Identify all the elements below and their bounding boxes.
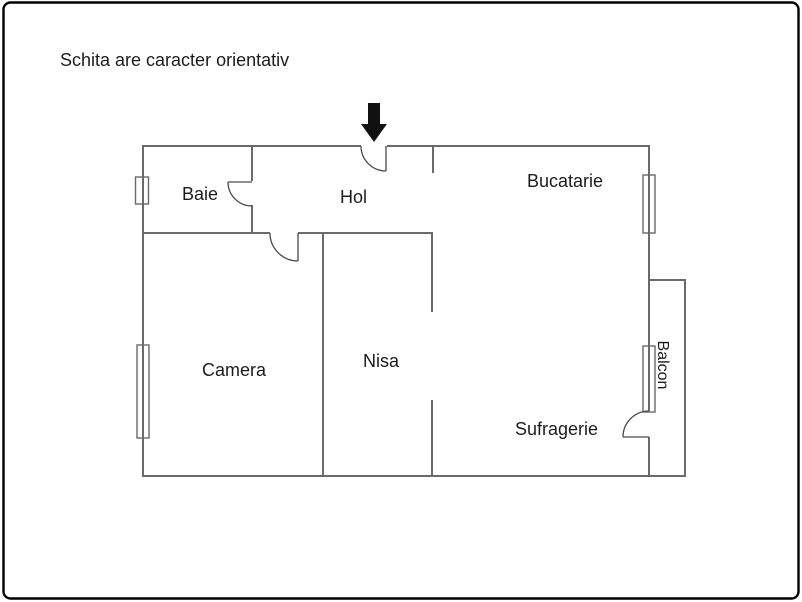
baie-door-swing-arc [227,181,253,207]
camera-door-swing-arc [269,232,299,262]
baie-window [134,176,150,205]
entrance-door-swing-arc [360,145,387,172]
interior-walls [143,145,434,476]
windows [134,174,656,439]
baie-door [227,181,253,207]
room-label-balcon: Balcon [654,341,671,390]
bucatarie-window [642,174,656,234]
camera-window [136,344,150,439]
balcon-door [622,410,650,438]
camera-door [269,232,299,262]
room-label-sufragerie: Sufragerie [515,419,598,439]
plan-disclaimer-title: Schita are caracter orientativ [60,50,289,70]
room-label-bucatarie: Bucatarie [527,171,603,191]
room-labels: Baie Hol Bucatarie Camera Nisa Sufrageri… [182,171,671,439]
balcon-window [642,345,656,413]
room-label-baie: Baie [182,184,218,204]
entrance-door [360,145,387,172]
room-label-nisa: Nisa [363,351,400,371]
room-label-hol: Hol [340,187,367,207]
balcon-door-swing-arc [622,410,650,438]
entrance-arrow-icon [361,103,387,142]
outer-walls [142,145,686,477]
room-label-camera: Camera [202,360,267,380]
doors [227,145,650,438]
